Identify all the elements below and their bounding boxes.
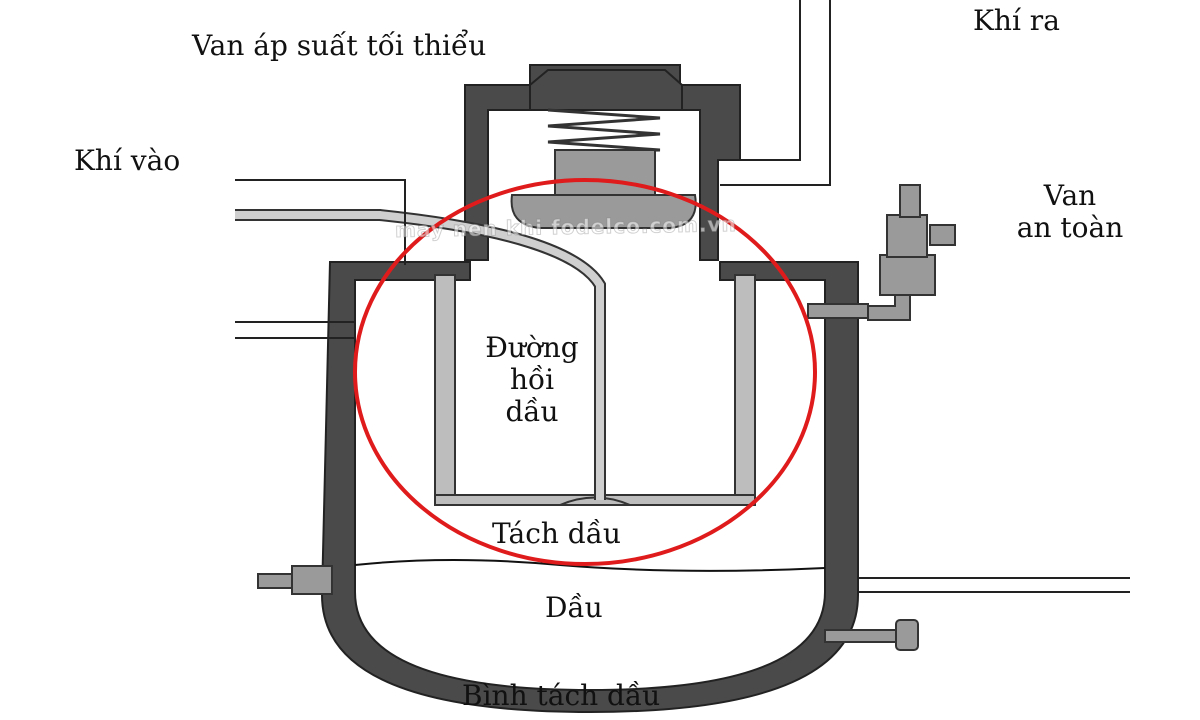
valve-seat xyxy=(510,194,697,229)
gas-in-pipe xyxy=(235,179,406,339)
valve-spring xyxy=(547,108,661,154)
left-fitting xyxy=(257,565,333,595)
oil-level-line xyxy=(354,559,826,572)
label-oil-return-line1: Đường xyxy=(485,331,579,364)
label-oil-return-line2: hồi xyxy=(509,363,555,397)
label-safety-valve: Van an toàn xyxy=(1000,179,1140,245)
drain-valve xyxy=(824,619,919,651)
tank-shell xyxy=(320,261,859,714)
oil-return-line xyxy=(235,209,606,500)
label-oil-return-line: Đường hồi dầu xyxy=(462,331,602,429)
valve-piston xyxy=(554,149,656,201)
label-safety-valve-line1: Van xyxy=(1043,179,1097,212)
label-separator-tank: Bình tách dầu xyxy=(462,679,661,712)
label-safety-valve-line2: an toàn xyxy=(1016,211,1124,245)
label-min-pressure-valve: Van áp suất tối thiểu xyxy=(192,29,487,62)
label-gas-out: Khí ra xyxy=(973,4,1060,37)
highlight-ellipse xyxy=(353,178,817,566)
label-oil-return-line3: dầu xyxy=(505,395,559,429)
label-oil: Dầu xyxy=(545,591,603,624)
label-oil-separator: Tách dầu xyxy=(492,517,621,550)
safety-valve xyxy=(807,184,956,321)
gas-out-pipe xyxy=(720,0,831,186)
label-gas-in: Khí vào xyxy=(74,144,181,177)
oil-outlet-pipe xyxy=(858,577,1130,593)
valve-cap xyxy=(529,69,683,111)
